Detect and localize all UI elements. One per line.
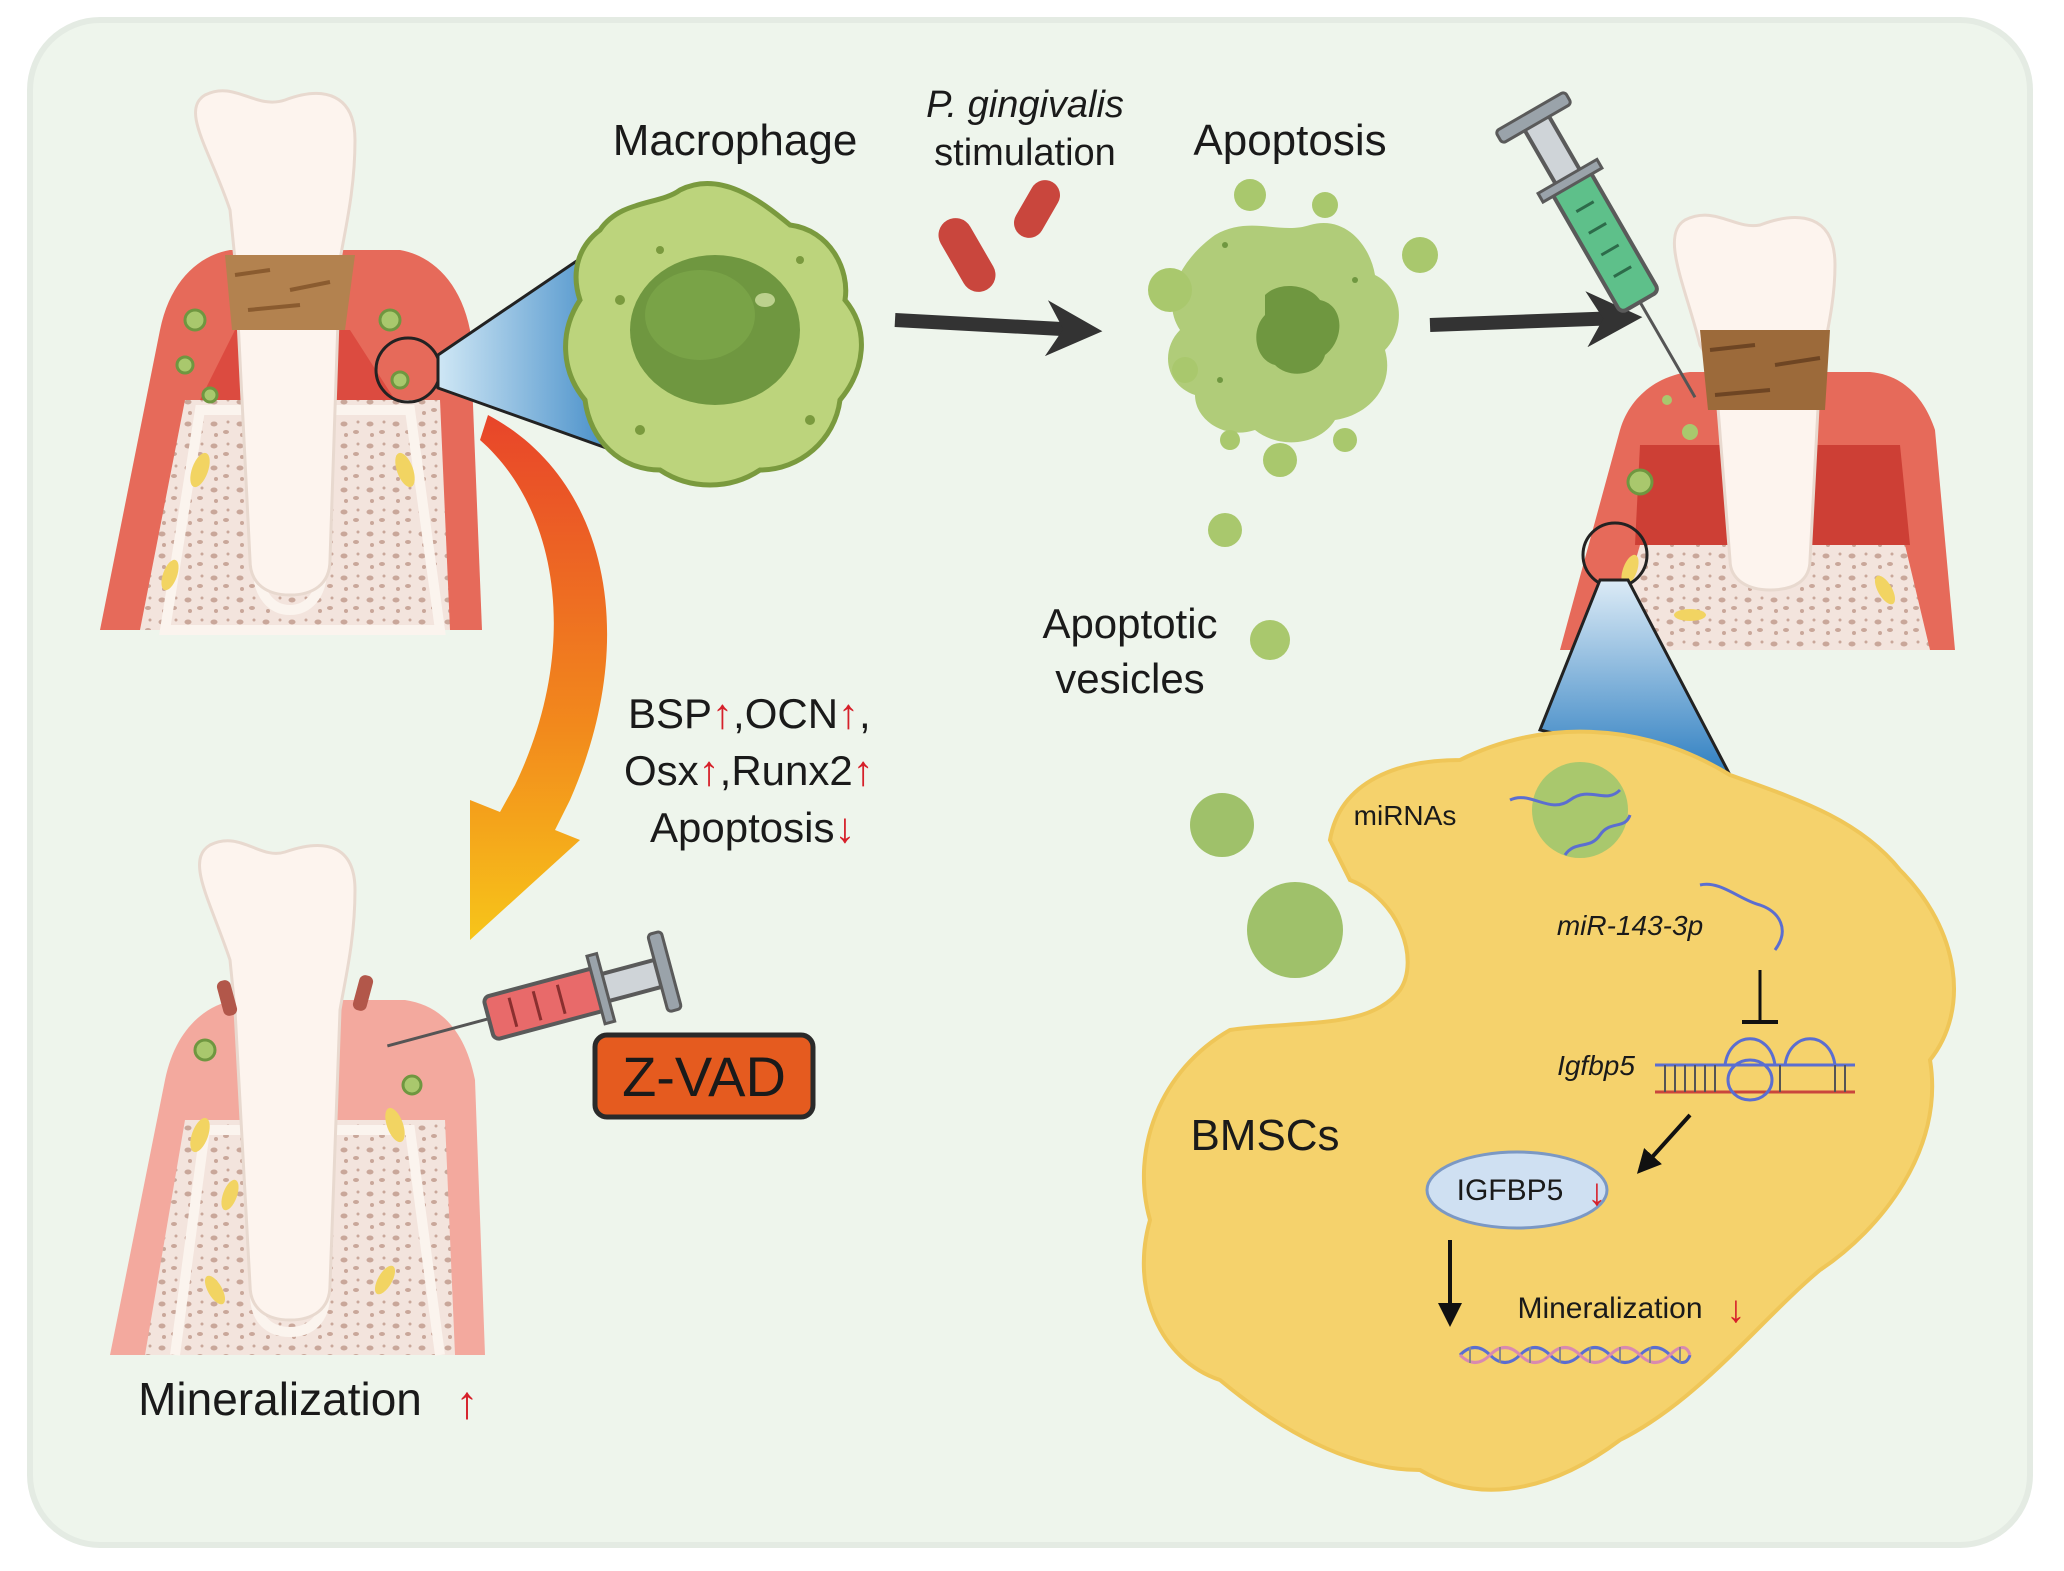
healthy-tooth-left xyxy=(110,839,485,1356)
dna-icon xyxy=(1458,1346,1692,1364)
treated-tooth-right xyxy=(1560,213,1955,650)
mrna-icon xyxy=(1699,882,1784,951)
syringe-icon xyxy=(1495,91,1697,398)
osx-up-arrow: ↑ xyxy=(699,747,720,794)
svg-text:Apoptosis↓: Apoptosis↓ xyxy=(650,804,855,851)
bsp-label: BSP xyxy=(628,690,712,737)
apoptosis-marker-label: Apoptosis xyxy=(650,804,834,851)
apoptosis-label: Apoptosis xyxy=(1193,116,1386,165)
igfbp5-protein xyxy=(1425,1150,1609,1230)
bmscs-label: BMSCs xyxy=(1190,1111,1339,1160)
zvad-badge xyxy=(592,1032,816,1120)
macrophage-cell xyxy=(563,181,864,488)
igfbp5-down-arrow: ↓ xyxy=(1588,1172,1607,1214)
svg-text:Osx↑,Runx2↑: Osx↑,Runx2↑ xyxy=(624,747,874,794)
curved-treatment-arrow xyxy=(470,415,608,940)
osx-label: Osx xyxy=(624,747,699,794)
apoptosis-down-arrow: ↓ xyxy=(834,804,855,851)
ocn-up-arrow: ↑ xyxy=(838,690,859,737)
apoptotic-vesicles-label-2: vesicles xyxy=(1055,655,1204,702)
mineralization-right-arrow: ↓ xyxy=(1727,1289,1746,1331)
bacteria-icon xyxy=(938,180,1060,292)
zvad-label: Z-VAD xyxy=(622,1045,786,1108)
apoptotic-vesicles-label-1: Apoptotic xyxy=(1042,600,1217,647)
pg-label-line2: stimulation xyxy=(934,132,1116,174)
mineralization-left-up-arrow: ↑ xyxy=(456,1376,479,1428)
runx2-up-arrow: ↑ xyxy=(853,747,874,794)
diseased-tooth-left xyxy=(100,89,482,635)
igfbp5-mrna-icon xyxy=(1655,1037,1855,1102)
runx2-label: ,Runx2 xyxy=(720,747,853,794)
comma-label: , xyxy=(859,690,871,737)
macrophage-label: Macrophage xyxy=(613,116,858,165)
arrow-to-igfbp5 xyxy=(1636,1113,1692,1174)
igfbp5-gene-label: Igfbp5 xyxy=(1557,1050,1635,1081)
ocn-label: ,OCN xyxy=(733,690,838,737)
mirna-vesicle xyxy=(1509,762,1632,858)
arrow-to-tooth-right xyxy=(1429,291,1643,348)
apoptotic-cell xyxy=(1148,179,1438,477)
svg-text:BSP↑,OCN↑,: BSP↑,OCN↑, xyxy=(628,690,871,737)
bsp-up-arrow: ↑ xyxy=(712,690,733,737)
mir143-label: miR-143-3p xyxy=(1557,910,1703,941)
apoptotic-vesicles xyxy=(1190,513,1343,978)
inhibition-icon xyxy=(1742,970,1778,1024)
bmsc-cell xyxy=(1141,729,1956,1492)
mineralization-right-label: Mineralization xyxy=(1517,1292,1702,1325)
igfbp5-protein-label: IGFBP5 xyxy=(1457,1174,1564,1207)
zvad-syringe-icon xyxy=(386,930,683,1048)
mineralization-left-label: Mineralization xyxy=(138,1373,422,1425)
markers-text: BSP↑,OCN↑, Osx↑,Runx2↑ Apoptosis↓ xyxy=(624,690,874,851)
mirnas-label: miRNAs xyxy=(1354,800,1457,831)
pg-label-line1: P. gingivalis xyxy=(926,84,1124,126)
arrow-to-apoptosis xyxy=(894,300,1103,357)
